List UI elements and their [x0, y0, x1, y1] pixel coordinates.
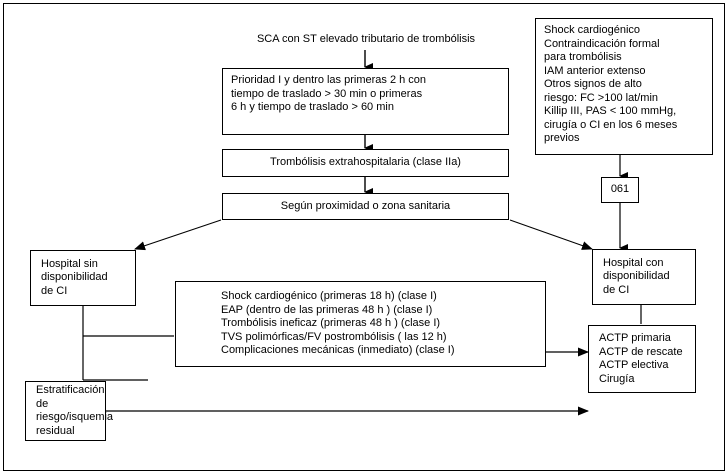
diagram-outer-border	[3, 3, 725, 471]
node-priority-box[interactable]: Prioridad I y dentro las primeras 2 h co…	[222, 68, 509, 135]
node-thrombolysis-box[interactable]: Trombólisis extrahospitalaria (clase IIa…	[222, 149, 509, 177]
node-hospital-con-ci-box[interactable]: Hospital con disponibilidad de CI	[592, 249, 696, 305]
node-stratification-box[interactable]: Estratificación de riesgo/isquemia resid…	[25, 381, 113, 441]
node-proximity-box[interactable]: Según proximidad o zona sanitaria	[222, 193, 509, 220]
node-hospital-sin-ci-box[interactable]: Hospital sin disponibilidad de CI	[30, 250, 136, 306]
node-contraindications-box[interactable]: Shock cardiogénico Contraindicación form…	[535, 18, 713, 155]
node-actp-box[interactable]: ACTP primaria ACTP de rescate ACTP elect…	[588, 325, 696, 393]
diagram-title-label: SCA con ST elevado tributario de tromból…	[256, 33, 476, 45]
node-061-box[interactable]: 061	[601, 177, 639, 203]
node-indications-box[interactable]: Shock cardiogénico (primeras 18 h) (clas…	[175, 281, 546, 367]
